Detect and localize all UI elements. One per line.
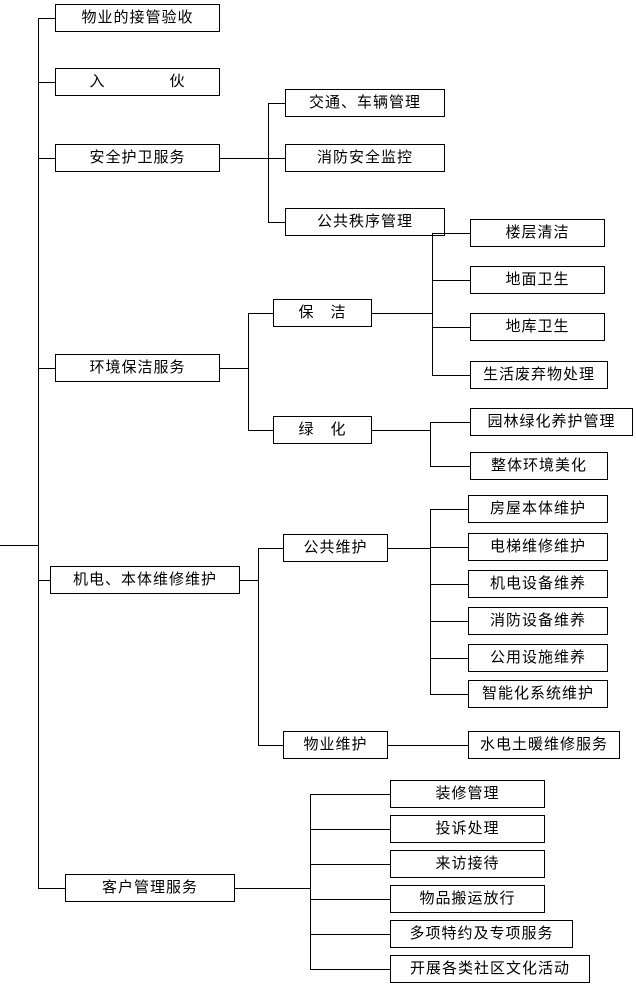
connector-line [38, 158, 55, 159]
node-household-waste-disposal: 生活废弃物处理 [470, 361, 608, 389]
connector-line [310, 864, 390, 865]
connector-line [430, 466, 470, 467]
connector-line [388, 548, 430, 549]
node-visitor-reception: 来访接待 [390, 850, 545, 878]
node-security-guard-service: 安全护卫服务 [55, 144, 220, 172]
node-mechanical-building-maintenance: 机电、本体维修维护 [50, 566, 240, 594]
node-greening: 绿 化 [273, 416, 372, 444]
node-public-maintenance: 公共维护 [283, 534, 388, 562]
connector-line [430, 547, 468, 548]
connector-line [258, 745, 283, 746]
connector-line [310, 829, 390, 830]
connector-line [220, 158, 268, 159]
connector-line [38, 888, 65, 889]
connector-line [430, 422, 431, 466]
node-ground-hygiene: 地面卫生 [470, 266, 605, 294]
node-decoration-management: 装修管理 [390, 780, 545, 808]
node-environment-beautification: 整体环境美化 [470, 452, 608, 480]
connector-line [0, 545, 38, 546]
connector-line [310, 794, 390, 795]
node-floor-cleaning: 楼层清洁 [470, 219, 605, 247]
connector-line [430, 509, 431, 694]
connector-line [432, 280, 470, 281]
node-public-order-management: 公共秩序管理 [285, 208, 445, 236]
connector-line [248, 430, 273, 431]
connector-line [430, 584, 468, 585]
connector-line [432, 375, 470, 376]
connector-line [388, 745, 468, 746]
node-move-in: 入 伙 [55, 68, 220, 96]
node-special-services: 多项特约及专项服务 [390, 920, 573, 948]
node-mechanical-equipment-upkeep: 机电设备维养 [468, 570, 608, 598]
connector-line [38, 368, 55, 369]
connector-line [268, 222, 285, 223]
connector-line [430, 509, 468, 510]
node-fire-safety-monitoring: 消防安全监控 [285, 144, 445, 172]
connector-line [310, 794, 311, 969]
node-cleaning: 保 洁 [273, 299, 372, 327]
connector-line [38, 18, 39, 889]
connector-line [430, 422, 470, 423]
node-elevator-maintenance: 电梯维修维护 [468, 533, 608, 561]
node-building-body-maintenance: 房屋本体维护 [468, 495, 608, 523]
connector-line [38, 82, 55, 83]
node-public-facility-upkeep: 公用设施维养 [468, 644, 608, 672]
connector-line [432, 233, 433, 375]
connector-line [310, 899, 390, 900]
connector-line [432, 233, 470, 234]
node-water-electric-heating-repair: 水电土暖维修服务 [468, 731, 620, 759]
connector-line [268, 158, 285, 159]
connector-line [310, 934, 390, 935]
node-goods-moving-release: 物品搬运放行 [390, 885, 545, 913]
connector-line [310, 969, 390, 970]
connector-line [258, 548, 283, 549]
node-property-maintenance: 物业维护 [283, 731, 388, 759]
node-complaint-handling: 投诉处理 [390, 815, 545, 843]
node-property-takeover: 物业的接管验收 [55, 4, 220, 32]
connector-line [240, 580, 258, 581]
connector-line [38, 580, 50, 581]
node-basement-hygiene: 地库卫生 [470, 313, 605, 341]
connector-line [432, 327, 470, 328]
node-fire-equipment-upkeep: 消防设备维养 [468, 607, 608, 635]
connector-line [220, 368, 248, 369]
node-landscape-maintenance: 园林绿化养护管理 [470, 408, 633, 436]
connector-line [372, 313, 432, 314]
connector-line [430, 658, 468, 659]
node-environment-cleaning-service: 环境保洁服务 [55, 354, 220, 382]
connector-line [268, 103, 269, 222]
node-traffic-vehicle-management: 交通、车辆管理 [285, 89, 445, 117]
node-community-activities: 开展各类社区文化活动 [390, 955, 590, 983]
connector-line [268, 103, 285, 104]
node-intelligent-system-maintenance: 智能化系统维护 [468, 680, 608, 708]
connector-line [38, 18, 55, 19]
node-customer-management-service: 客户管理服务 [65, 874, 235, 902]
connector-line [248, 313, 273, 314]
connector-line [430, 621, 468, 622]
connector-line [248, 313, 249, 430]
connector-line [372, 430, 430, 431]
connector-line [430, 694, 468, 695]
connector-line [258, 548, 259, 745]
connector-line [235, 888, 310, 889]
